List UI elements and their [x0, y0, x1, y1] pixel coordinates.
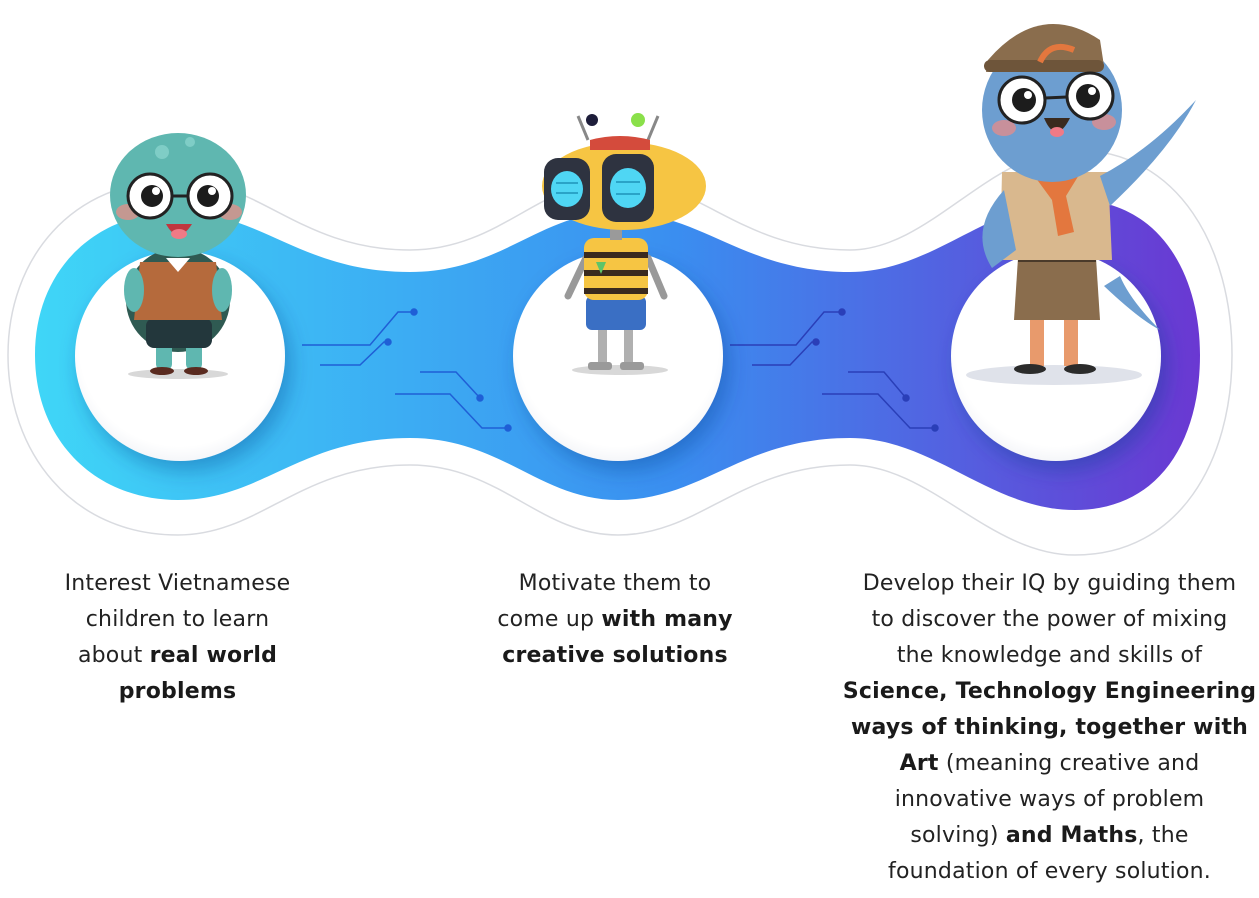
caption-bold-text: ways of thinking, together with	[850, 715, 1249, 740]
caption-line: to discover the power of mixing	[840, 602, 1259, 638]
circle-3	[951, 251, 1161, 461]
caption-text: Motivate them to	[518, 571, 712, 596]
caption-line: about real world	[40, 638, 315, 674]
caption-text: (meaning creative and	[938, 751, 1200, 776]
caption-line: ways of thinking, together with	[840, 710, 1259, 746]
caption-line: problems	[40, 674, 315, 710]
turtle-character	[110, 133, 246, 379]
caption-line: Motivate them to	[470, 566, 760, 602]
caption-text: Develop their IQ by guiding them	[862, 571, 1237, 596]
caption-step-2: Motivate them to come up with many creativ…	[470, 566, 760, 674]
caption-text: innovative ways of problem	[894, 787, 1205, 812]
caption-line: foundation of every solution.	[840, 854, 1259, 890]
caption-line: solving) and Maths, the	[840, 818, 1259, 854]
caption-text: Interest Vietnamese	[64, 571, 291, 596]
robot-character	[542, 113, 706, 375]
caption-text: solving)	[910, 823, 1006, 848]
caption-bold-text: Science, Technology Engineering	[842, 679, 1257, 704]
caption-text: foundation of every solution.	[888, 859, 1211, 884]
circle-2	[513, 251, 723, 461]
caption-line: Science, Technology Engineering	[840, 674, 1259, 710]
caption-bold-text: problems	[118, 679, 237, 704]
caption-text: to discover the power of mixing	[871, 607, 1228, 632]
caption-line: come up with many	[470, 602, 760, 638]
caption-line: Interest Vietnamese	[40, 566, 315, 602]
caption-step-3: Develop their IQ by guiding them to disco…	[840, 566, 1259, 890]
caption-bold-text: and Maths	[1005, 823, 1138, 848]
caption-bold-text: with many	[601, 607, 733, 632]
caption-text: about	[77, 643, 150, 668]
caption-text: the knowledge and skills of	[896, 643, 1203, 668]
caption-line: creative solutions	[470, 638, 760, 674]
caption-bold-text: creative solutions	[502, 643, 728, 668]
caption-line: children to learn	[40, 602, 315, 638]
caption-text: , the	[1137, 823, 1189, 848]
caption-line: the knowledge and skills of	[840, 638, 1259, 674]
caption-line: Develop their IQ by guiding them	[840, 566, 1259, 602]
caption-text: come up	[497, 607, 602, 632]
caption-line: Art (meaning creative and	[840, 746, 1259, 782]
caption-bold-text: real world	[149, 643, 278, 668]
caption-step-1: Interest Vietnamese children to learn abou…	[40, 566, 315, 710]
connector-lines-left	[302, 308, 512, 432]
caption-text: children to learn	[85, 607, 270, 632]
caption-bold-text: Art	[899, 751, 939, 776]
connector-lines-right	[730, 308, 939, 432]
bird-scout-character	[966, 24, 1196, 385]
caption-line: innovative ways of problem	[840, 782, 1259, 818]
